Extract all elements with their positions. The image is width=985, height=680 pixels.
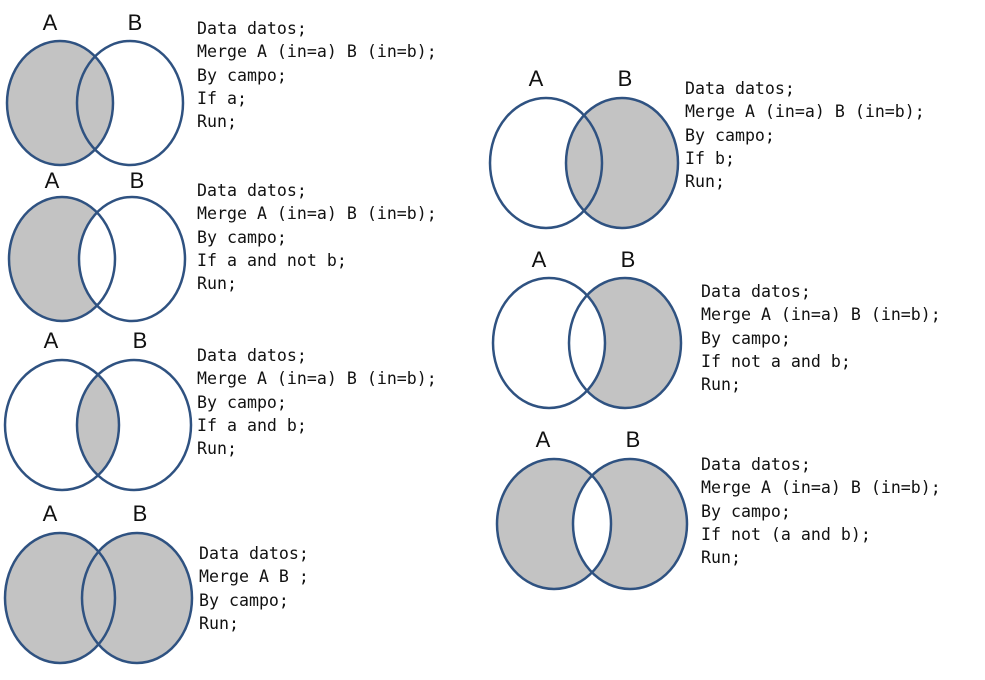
set-b-label: B xyxy=(130,168,145,193)
sas-code-block-d3: Data datos; Merge A (in=a) B (in=b); By ca… xyxy=(197,344,437,460)
set-a-circle xyxy=(3,531,117,665)
code-line: Merge A (in=a) B (in=b); xyxy=(197,369,437,389)
code-line: If not (a and b); xyxy=(701,524,871,544)
code-line: Merge A (in=a) B (in=b); xyxy=(197,42,437,62)
sas-code-block-d5: Data datos; Merge A (in=a) B (in=b); By ca… xyxy=(685,77,925,193)
code-line: Run; xyxy=(701,548,741,568)
code-line: Data datos; xyxy=(701,455,811,474)
set-b-circle xyxy=(77,195,187,323)
set-b-circle xyxy=(75,39,185,167)
set-b-circle xyxy=(75,358,193,492)
set-a-label: A xyxy=(43,501,58,526)
sas-code-block-d1: Data datos; Merge A (in=a) B (in=b); By ca… xyxy=(197,17,437,133)
code-line: Data datos; xyxy=(199,544,309,563)
code-line: By campo; xyxy=(197,65,287,85)
code-line: By campo; xyxy=(685,125,775,145)
code-line: If not a and b; xyxy=(701,351,851,371)
code-line: Data datos; xyxy=(701,282,811,301)
set-b-label: B xyxy=(618,66,633,91)
set-a-label: A xyxy=(44,328,59,353)
set-a-circle xyxy=(5,39,115,167)
set-a-circle xyxy=(3,358,121,492)
code-line: If b; xyxy=(685,148,735,168)
shaded-region xyxy=(77,360,119,490)
shaded-region xyxy=(497,459,687,589)
set-b-label: B xyxy=(626,427,641,452)
shaded-region xyxy=(9,197,115,321)
shaded-region xyxy=(7,41,113,165)
code-line: Run; xyxy=(197,274,237,294)
code-line: Run; xyxy=(701,375,741,395)
code-line: By campo; xyxy=(197,227,287,247)
code-line: Merge A (in=a) B (in=b); xyxy=(685,102,925,122)
code-line: By campo; xyxy=(701,501,791,521)
set-b-circle xyxy=(564,96,680,230)
sas-code-block-d6: Data datos; Merge A (in=a) B (in=b); By ca… xyxy=(701,280,941,396)
set-a-label: A xyxy=(529,66,544,91)
set-a-label: A xyxy=(45,168,60,193)
set-a-circle xyxy=(7,195,117,323)
code-line: If a and b; xyxy=(197,415,307,435)
code-line: Merge A (in=a) B (in=b); xyxy=(701,305,941,325)
set-a-circle xyxy=(491,276,607,410)
set-a-circle xyxy=(488,96,604,230)
set-b-label: B xyxy=(621,247,636,272)
code-line: Run; xyxy=(199,613,239,633)
set-a-label: A xyxy=(532,247,547,272)
code-line: Run; xyxy=(685,172,725,192)
set-b-label: B xyxy=(128,10,143,35)
set-b-label: B xyxy=(133,328,148,353)
code-line: Data datos; xyxy=(197,181,307,200)
set-b-label: B xyxy=(133,501,148,526)
sas-code-block-d7: Data datos; Merge A (in=a) B (in=b); By ca… xyxy=(701,453,941,569)
sas-code-block-d4: Data datos; Merge A B ; By campo; Run; xyxy=(199,542,309,635)
code-line: By campo; xyxy=(199,590,289,610)
code-line: If a; xyxy=(197,88,247,108)
code-line: Data datos; xyxy=(197,19,307,38)
code-line: Data datos; xyxy=(685,79,795,98)
set-b-circle xyxy=(80,531,194,665)
code-line: By campo; xyxy=(197,392,287,412)
code-line: Run; xyxy=(197,112,237,132)
set-a-circle xyxy=(495,457,613,591)
code-line: If a and not b; xyxy=(197,250,347,270)
sas-code-block-d2: Data datos; Merge A (in=a) B (in=b); By ca… xyxy=(197,179,437,295)
code-line: Merge A (in=a) B (in=b); xyxy=(701,478,941,498)
code-line: Merge A (in=a) B (in=b); xyxy=(197,204,437,224)
code-line: Run; xyxy=(197,439,237,459)
set-b-circle xyxy=(567,276,683,410)
shaded-region xyxy=(5,533,192,663)
code-line: Merge A B ; xyxy=(199,567,309,587)
code-line: Data datos; xyxy=(197,346,307,365)
set-a-label: A xyxy=(536,427,551,452)
code-line: By campo; xyxy=(701,328,791,348)
set-b-circle xyxy=(571,457,689,591)
set-a-label: A xyxy=(43,10,58,35)
